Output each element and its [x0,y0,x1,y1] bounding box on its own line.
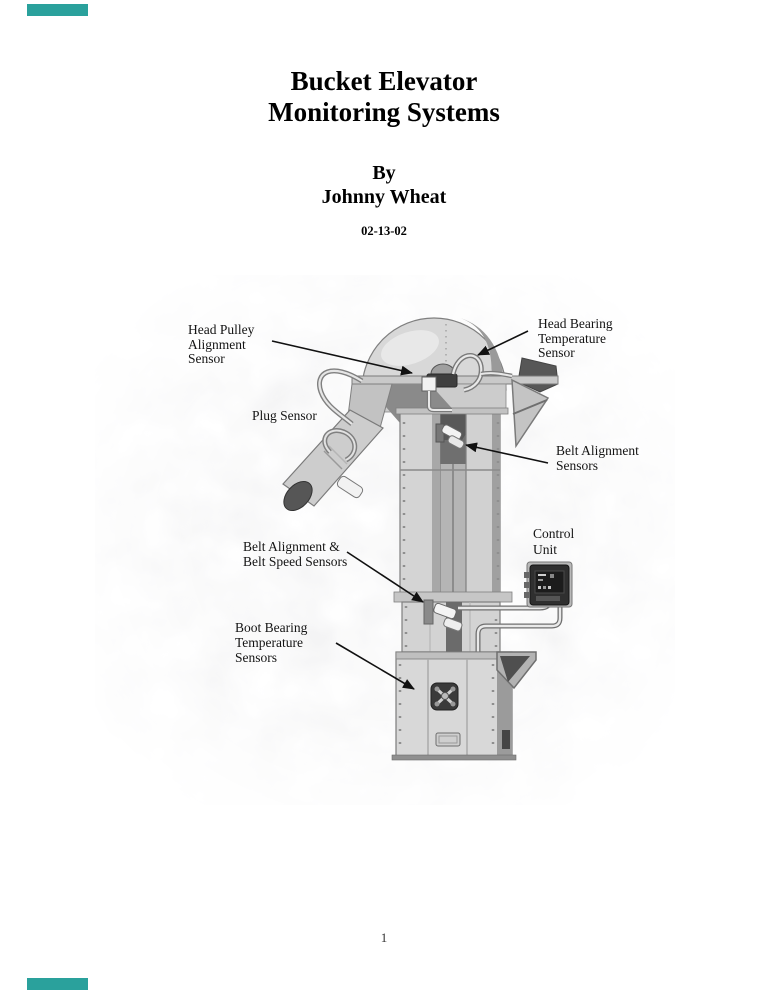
spout-opening [283,480,313,512]
page-seam-marker-bottom [27,978,88,990]
arrow-head-pulley [271,340,413,376]
label-plug-sensor: Plug Sensor [252,408,317,423]
arrow-belt-speed [346,551,424,603]
title-line-2: Monitoring Systems [268,97,500,127]
head-support-bracket [511,378,550,449]
label-head-pulley-alignment-sensor: Head Pulley Alignment Sensor [188,322,255,366]
control-unit-box [524,561,573,608]
arrow-belt-alignment [465,442,549,464]
page-title: Bucket Elevator Monitoring Systems [0,66,768,128]
label-belt-alignment-speed-sensors: Belt Alignment & Belt Speed Sensors [243,539,348,569]
arrow-head-bearing [477,330,529,356]
byline: By Johnny Wheat [0,161,768,209]
head-pulley-bearing [421,353,513,413]
inlet-spout [282,383,393,512]
byline-prefix: By [372,162,396,184]
label-boot-bearing-temperature-sensors: Boot Bearing Temperature Sensors [235,620,308,665]
boot-section [391,651,537,761]
plug-sensor-conduit [317,368,364,426]
elevator-legs [395,407,509,595]
label-control-unit: Control Unit [533,526,575,557]
plug-sensor-device [336,475,364,499]
author-name: Johnny Wheat [321,186,447,208]
belt-alignment-speed-sensors [423,599,463,632]
label-belt-alignment-sensors: Belt Alignment Sensors [556,443,639,473]
date: 02-13-02 [361,224,407,238]
arrow-boot-bearing [335,642,415,690]
page-seam-marker-top [27,4,88,16]
boot-inspection-door [435,732,461,747]
page-number: 1 [380,930,388,945]
label-head-bearing-temperature-sensor: Head Bearing Temperature Sensor [538,316,613,360]
head-pulley-alignment-sensor-device [421,376,437,392]
title-line-1: Bucket Elevator [290,66,478,96]
belt-alignment-sensors-upper [435,423,465,449]
callout-arrows [271,330,549,690]
